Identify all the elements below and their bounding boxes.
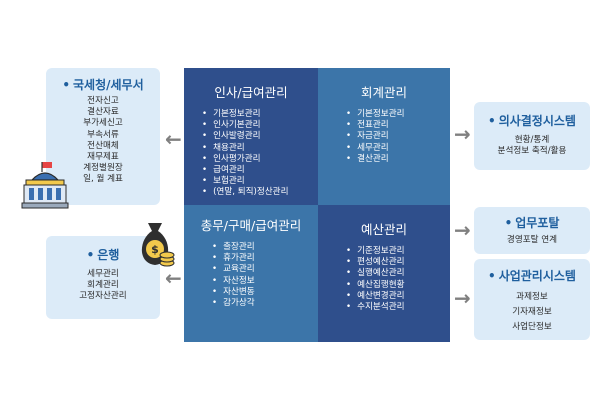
- decision-system-box: •의사결정시스템 현황/통계 분석정보 축적/활용: [474, 102, 590, 170]
- budget-quadrant: 예산관리 기준정보관리 편성예산관리 실행예산관리 예산집행현황 예산변경관리 …: [318, 205, 450, 342]
- list-item: 과제정보: [516, 292, 548, 302]
- list-item: 현황/통계: [514, 135, 550, 145]
- bank-title: •은행: [86, 248, 120, 262]
- hr-quadrant: 인사/급여관리 기본정보관리 인사기본관리 인사발령관리 채용관리 인사평가관리…: [184, 68, 318, 205]
- list-item: 세무관리: [87, 269, 119, 279]
- list-item: 전표관리: [346, 120, 450, 131]
- list-item: 예산변경관리: [346, 291, 450, 302]
- list-item: 고정자산관리: [79, 291, 127, 302]
- government-building-icon: [21, 162, 69, 209]
- tax-office-box: •국세청/세무서 전자신고 결산자료 부가세신고 부속서류 전산매체 재무제표 …: [46, 68, 160, 205]
- list-item: 인사기본관리: [202, 120, 318, 131]
- list-item: 교육관리: [212, 264, 318, 275]
- arrow-right-icon: →: [454, 122, 471, 146]
- list-item: 인사평가관리: [202, 154, 318, 165]
- list-item: 사업단정보: [512, 322, 552, 332]
- list-item: 전자신고: [87, 96, 119, 106]
- list-item: 감가상각: [212, 298, 318, 309]
- money-bag-icon: $: [141, 223, 175, 267]
- list-item: 급여관리: [202, 165, 318, 176]
- list-item: 재무제표: [87, 152, 119, 163]
- list-item: 휴가관리: [212, 253, 318, 264]
- project-management-box: •사업관리시스템 과제정보 기자재정보 사업단정보: [474, 259, 590, 340]
- list-item: 채용관리: [202, 143, 318, 154]
- list-item: 부가세신고: [83, 118, 123, 129]
- list-item: 세무관리: [346, 143, 450, 154]
- hr-list: 기본정보관리 인사기본관리 인사발령관리 채용관리 인사평가관리 급여관리 보험…: [202, 109, 318, 199]
- list-item: 기준정보관리: [346, 246, 450, 257]
- list-item: 자금관리: [346, 131, 450, 142]
- arrow-left-icon: ←: [165, 127, 182, 151]
- list-item: (연말, 퇴직)정산관리: [202, 187, 318, 198]
- list-item: 자산변동: [212, 287, 318, 298]
- tax-office-items: 전자신고 결산자료 부가세신고 부속서류 전산매체 재무제표 계정별원장 일, …: [46, 96, 160, 186]
- list-item: 출장관리: [212, 242, 318, 253]
- bank-box: •은행 세무관리 회계관리 고정자산관리: [46, 236, 160, 319]
- tax-office-title: •국세청/세무서: [62, 78, 144, 92]
- list-item: 보험관리: [202, 176, 318, 187]
- list-item: 전산매체: [87, 140, 119, 151]
- list-item: 수지분석관리: [346, 302, 450, 313]
- business-portal-box: •업무포탈 경영포탈 연계: [474, 207, 590, 254]
- decision-system-title: •의사결정시스템: [488, 114, 576, 128]
- accounting-quadrant: 회계관리 기본정보관리 전표관리 자금관리 세무관리 결산관리: [318, 68, 450, 205]
- accounting-title: 회계관리: [360, 85, 407, 100]
- general-affairs-list: 출장관리 휴가관리 교육관리 자산정보 자산변동 감가상각: [212, 242, 318, 309]
- general-affairs-title: 총무/구매/급여관리: [200, 218, 302, 233]
- list-item: 부속서류: [87, 129, 119, 140]
- list-item: 기본정보관리: [346, 109, 450, 120]
- svg-text:$: $: [151, 243, 159, 256]
- accounting-list: 기본정보관리 전표관리 자금관리 세무관리 결산관리: [346, 109, 450, 165]
- list-item: 분석정보 축적/활용: [497, 146, 567, 157]
- arrow-right-icon: →: [454, 218, 471, 242]
- list-item: 경영포탈 연계: [506, 235, 558, 245]
- arrow-left-icon: ←: [165, 266, 182, 290]
- list-item: 기자재정보: [512, 307, 552, 317]
- list-item: 기본정보관리: [202, 109, 318, 120]
- project-management-title: •사업관리시스템: [488, 269, 576, 283]
- arrow-right-icon: →: [454, 286, 471, 310]
- list-item: 인사발령관리: [202, 131, 318, 142]
- list-item: 자산정보: [212, 276, 318, 287]
- hr-title: 인사/급여관리: [214, 85, 288, 100]
- general-affairs-quadrant: 총무/구매/급여관리 출장관리 휴가관리 교육관리 자산정보 자산변동 감가상각: [184, 205, 318, 342]
- business-portal-items: 경영포탈 연계: [474, 235, 590, 246]
- list-item: 결산관리: [346, 154, 450, 165]
- list-item: 편성예산관리: [346, 257, 450, 268]
- project-management-items: 과제정보 기자재정보 사업단정보: [474, 290, 590, 335]
- list-item: 계정별원장: [83, 163, 123, 174]
- list-item: 예산집행현황: [346, 280, 450, 291]
- bank-items: 세무관리 회계관리 고정자산관리: [46, 269, 160, 303]
- budget-title: 예산관리: [360, 222, 407, 237]
- budget-list: 기준정보관리 편성예산관리 실행예산관리 예산집행현황 예산변경관리 수지분석관…: [346, 246, 450, 313]
- list-item: 결산자료: [87, 107, 119, 118]
- decision-system-items: 현황/통계 분석정보 축적/활용: [474, 135, 590, 157]
- list-item: 일, 월 계표: [83, 174, 123, 185]
- list-item: 실행예산관리: [346, 268, 450, 279]
- business-portal-title: •업무포탈: [504, 216, 560, 230]
- list-item: 회계관리: [87, 280, 119, 291]
